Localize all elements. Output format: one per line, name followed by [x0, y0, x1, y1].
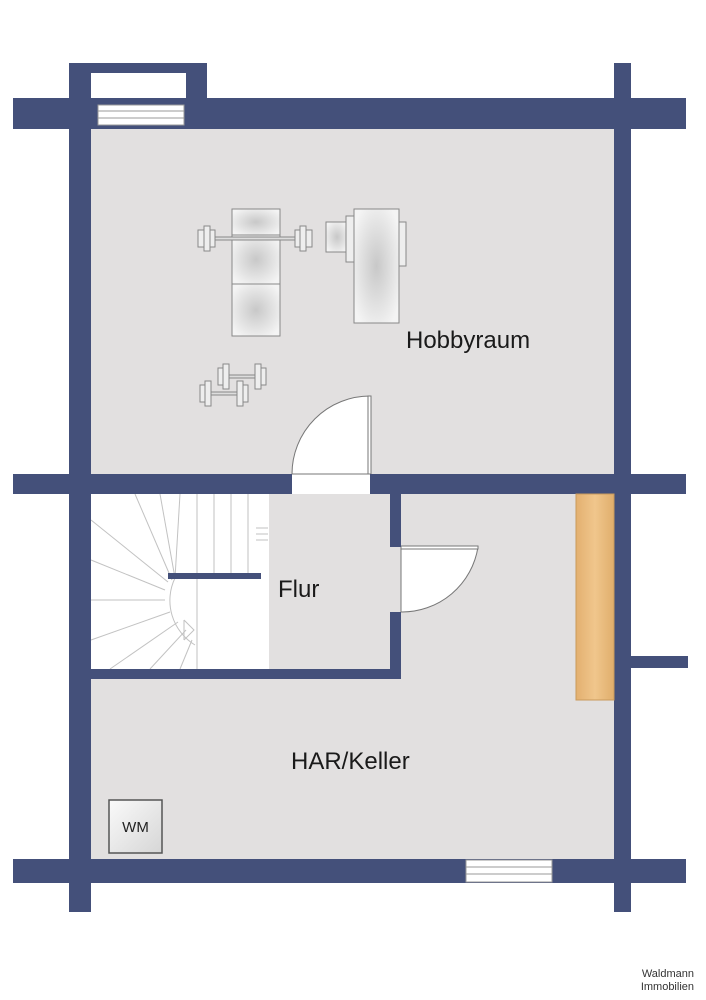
dumbbells	[199, 363, 267, 407]
door-hobbyraum-flur	[291, 395, 372, 475]
watermark-credit: Waldmann Immobilien	[641, 968, 694, 994]
doors	[291, 395, 479, 613]
bench-press-equipment	[197, 208, 313, 337]
wardrobe	[575, 493, 615, 701]
room-label-hobbyraum: Hobbyraum	[406, 327, 530, 354]
room-label-har-keller: HAR/Keller	[291, 748, 410, 775]
washing-machine: WM	[108, 799, 163, 854]
windows	[91, 73, 553, 883]
window-top	[91, 73, 186, 126]
washing-machine-label: WM	[122, 819, 149, 836]
leg-machine-equipment	[325, 208, 407, 324]
stair-handrail	[168, 573, 261, 579]
door-flur-keller	[400, 545, 479, 613]
credit-line-1: Waldmann	[641, 968, 694, 980]
credit-line-2: Immobilien	[640, 981, 694, 993]
staircase	[90, 493, 269, 670]
window-bottom	[465, 859, 553, 883]
room-label-flur: Flur	[278, 576, 319, 603]
